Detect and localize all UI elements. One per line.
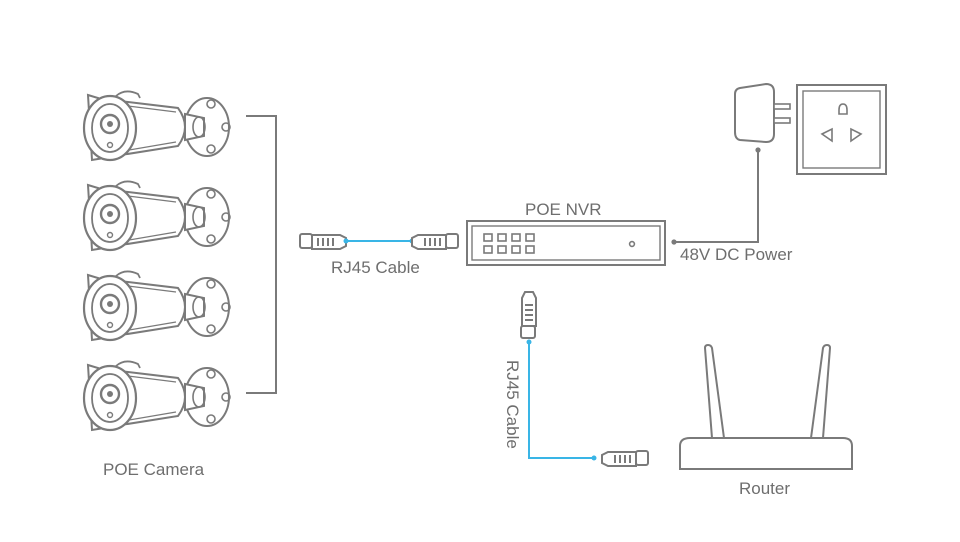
bullet-camera-icon: [82, 180, 232, 252]
camera-bus-line: [246, 115, 277, 394]
power-cable-line: [674, 150, 759, 243]
rj45-plug-icon: [299, 233, 347, 250]
rj45-cable-vertical-label: RJ45 Cable: [503, 360, 522, 449]
wall-socket-icon: [796, 84, 887, 175]
power-label: 48V DC Power: [680, 245, 793, 264]
bullet-camera-icon: [82, 360, 232, 432]
camera-label: POE Camera: [103, 460, 205, 479]
nvr-device-icon: [466, 220, 666, 266]
rj45-cable-router-line: [528, 342, 594, 459]
power-adapter-icon: [734, 82, 791, 144]
router-label: Router: [739, 479, 791, 498]
rj45-plug-icon: [520, 291, 537, 339]
bullet-camera-icon: [82, 270, 232, 342]
router-icon: [679, 343, 853, 470]
bullet-camera-icon: [82, 90, 232, 162]
rj45-plug-icon: [601, 450, 649, 467]
nvr-label: POE NVR: [525, 200, 602, 219]
rj45-plug-icon: [411, 233, 459, 250]
rj45-cable-label: RJ45 Cable: [331, 258, 420, 277]
